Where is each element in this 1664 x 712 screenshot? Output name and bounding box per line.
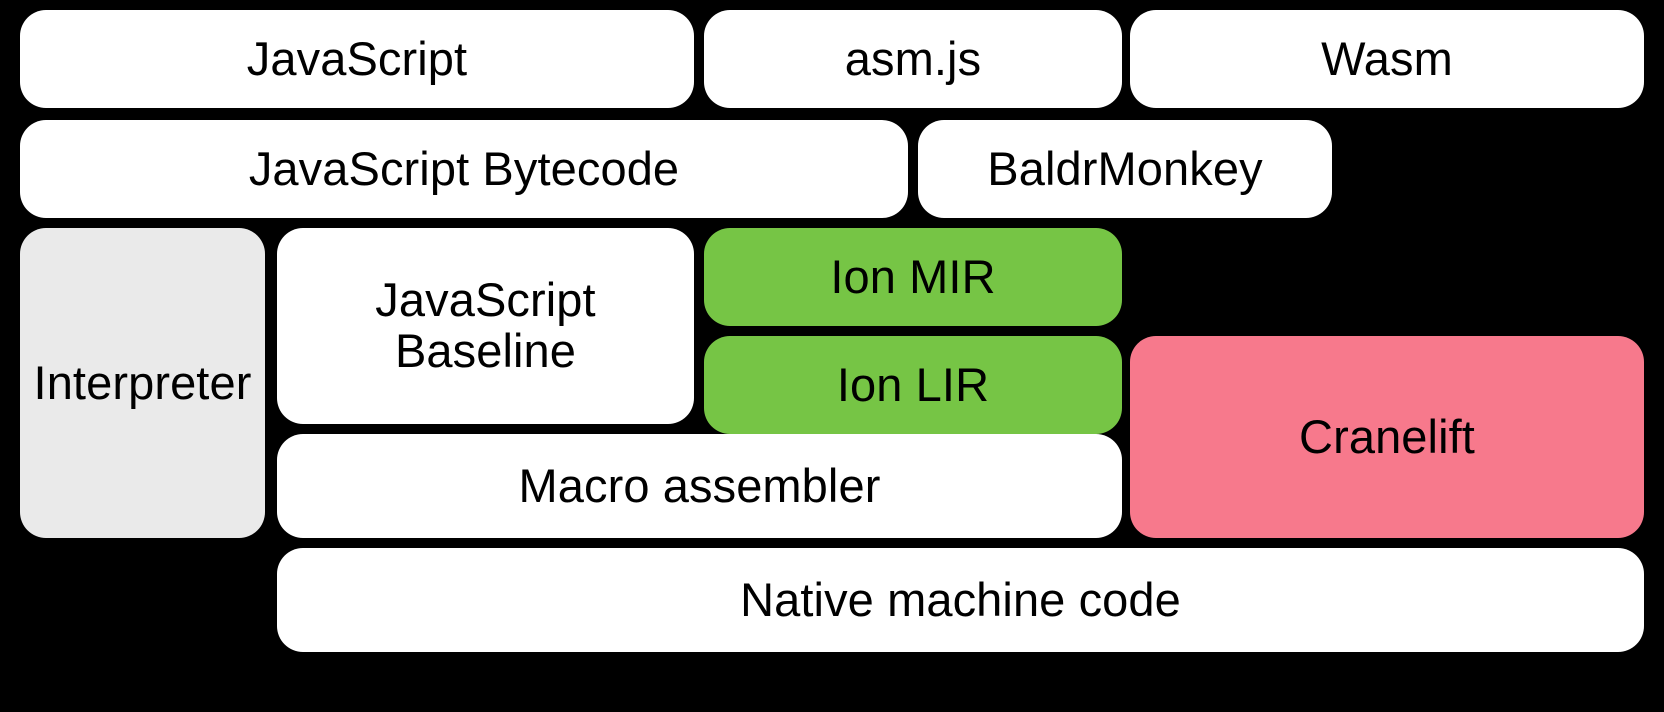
node-label-javascript-bytecode: JavaScript Bytecode <box>248 141 680 195</box>
node-label-wasm: Wasm <box>1321 31 1453 85</box>
node-asm-js[interactable]: asm.js <box>704 10 1122 108</box>
node-macro-assembler[interactable]: Macro assembler <box>277 434 1122 538</box>
node-javascript-baseline[interactable]: JavaScript Baseline <box>277 228 694 424</box>
node-label-native-machine-code: Native machine code <box>740 572 1181 626</box>
node-label-interpreter: Interpreter <box>33 355 252 409</box>
node-baldrmonkey[interactable]: BaldrMonkey <box>918 120 1332 218</box>
node-label-ion-mir: Ion MIR <box>830 249 996 303</box>
node-javascript-bytecode[interactable]: JavaScript Bytecode <box>20 120 908 218</box>
node-wasm[interactable]: Wasm <box>1130 10 1644 108</box>
node-ion-lir[interactable]: Ion LIR <box>704 336 1122 434</box>
node-label-javascript: JavaScript <box>246 31 468 85</box>
node-label-ion-lir: Ion LIR <box>836 357 990 411</box>
node-ion-mir[interactable]: Ion MIR <box>704 228 1122 326</box>
node-label-asm-js: asm.js <box>844 31 982 85</box>
node-cranelift[interactable]: Cranelift <box>1130 336 1644 538</box>
node-javascript[interactable]: JavaScript <box>20 10 694 108</box>
node-native-machine-code[interactable]: Native machine code <box>277 548 1644 652</box>
node-label-macro-assembler: Macro assembler <box>518 458 881 512</box>
node-label-baldrmonkey: BaldrMonkey <box>987 141 1263 195</box>
node-interpreter[interactable]: Interpreter <box>20 228 265 538</box>
node-label-cranelift: Cranelift <box>1299 409 1475 463</box>
node-label-javascript-baseline: JavaScript Baseline <box>375 273 596 377</box>
